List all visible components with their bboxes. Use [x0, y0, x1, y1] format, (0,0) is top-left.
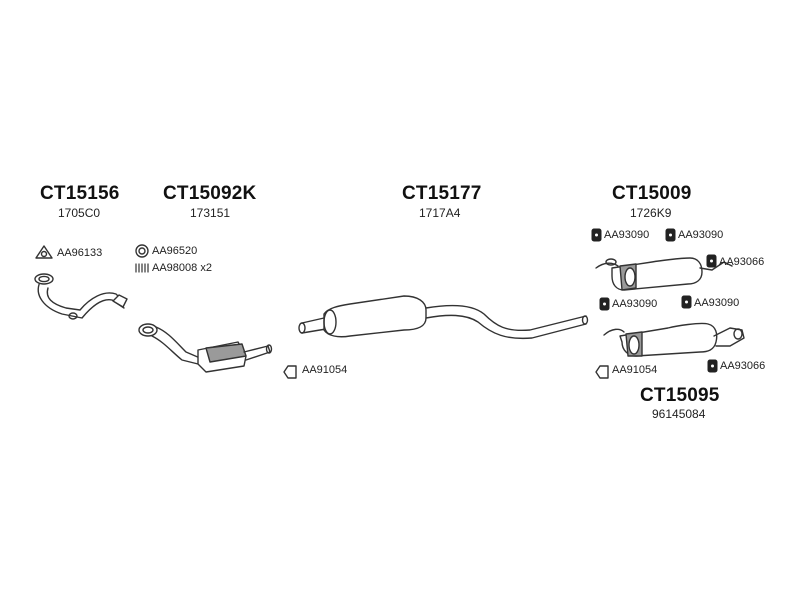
accessory-label-clamp-center: AA91054 — [302, 364, 348, 376]
rear-box-a-drawing — [595, 257, 733, 291]
oem-number-rear-box-a: 1726K9 — [630, 206, 672, 220]
mount-icon-a-top-left — [591, 228, 602, 242]
accessory-label-spring-cat: AA98008 x2 — [152, 262, 212, 274]
accessory-label-mount-a-top-right: AA93090 — [678, 229, 724, 241]
accessory-label-mount-b-right: AA93066 — [720, 360, 766, 372]
part-code-rear-box-a: CT15009 — [612, 183, 692, 204]
rear-box-b-drawing — [603, 322, 745, 357]
clamp-icon-rear-b — [595, 365, 609, 379]
accessory-label-clamp-rear-b: AA91054 — [612, 364, 658, 376]
part-code-front-pipe: CT15156 — [40, 183, 120, 204]
oem-number-catalyst: 173151 — [190, 206, 231, 220]
accessory-label-mount-a-right: AA93066 — [719, 256, 765, 268]
gasket-ring-icon — [135, 244, 149, 258]
mount-icon-a-right — [706, 254, 717, 268]
gasket-triangle-icon — [35, 245, 53, 259]
rubber-mount-icons — [591, 228, 718, 373]
accessory-label-mount-b-top-right: AA93090 — [694, 297, 740, 309]
part-code-rear-box-b: CT15095 — [640, 385, 720, 406]
accessory-label-mount-b-top-left: AA93090 — [612, 298, 658, 310]
clamp-icon-center — [283, 365, 297, 379]
part-code-catalyst: CT15092K — [163, 183, 257, 204]
front-pipe-drawing — [34, 273, 128, 320]
mount-icon-a-top-right — [665, 228, 676, 242]
catalyst-drawing — [138, 323, 273, 373]
oem-number-center-box: 1717A4 — [419, 206, 461, 220]
mount-icon-b-right — [707, 359, 718, 373]
mount-icon-b-top-right — [681, 295, 692, 309]
spring-icon — [135, 263, 149, 273]
center-box-drawing — [298, 295, 589, 340]
part-code-center-box: CT15177 — [402, 183, 482, 204]
oem-number-rear-box-b: 96145084 — [652, 407, 706, 421]
mount-icon-b-top-left — [599, 297, 610, 311]
oem-number-front-pipe: 1705C0 — [58, 206, 101, 220]
accessory-label-gasket-cat: AA96520 — [152, 245, 198, 257]
accessory-label-mount-a-top-left: AA93090 — [604, 229, 650, 241]
accessory-label-gasket-front: AA96133 — [57, 247, 103, 259]
